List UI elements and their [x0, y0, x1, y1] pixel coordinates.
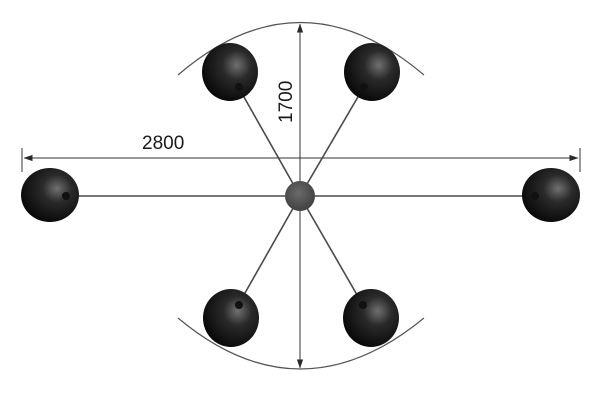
- shade-bottom-right: [343, 289, 399, 347]
- arm-bottom-right: [299, 195, 361, 301]
- shade-bottom-left: [203, 289, 259, 347]
- arm-top-right: [299, 89, 363, 197]
- shade-right: [522, 168, 580, 222]
- arm-bottom-left: [240, 195, 301, 301]
- center-hub: [285, 181, 315, 211]
- arm-top-left: [239, 89, 301, 197]
- width-dimension: 2800: [21, 133, 581, 172]
- shade-top-right: [344, 43, 400, 101]
- arms: [70, 89, 532, 301]
- shade-left: [21, 168, 79, 222]
- shade-top-left: [202, 43, 258, 101]
- height-dimension-label: 1700: [276, 81, 297, 123]
- top-envelope-arc: [177, 21, 425, 76]
- width-dimension-label: 2800: [142, 133, 184, 154]
- bottom-envelope-arc: [177, 317, 425, 370]
